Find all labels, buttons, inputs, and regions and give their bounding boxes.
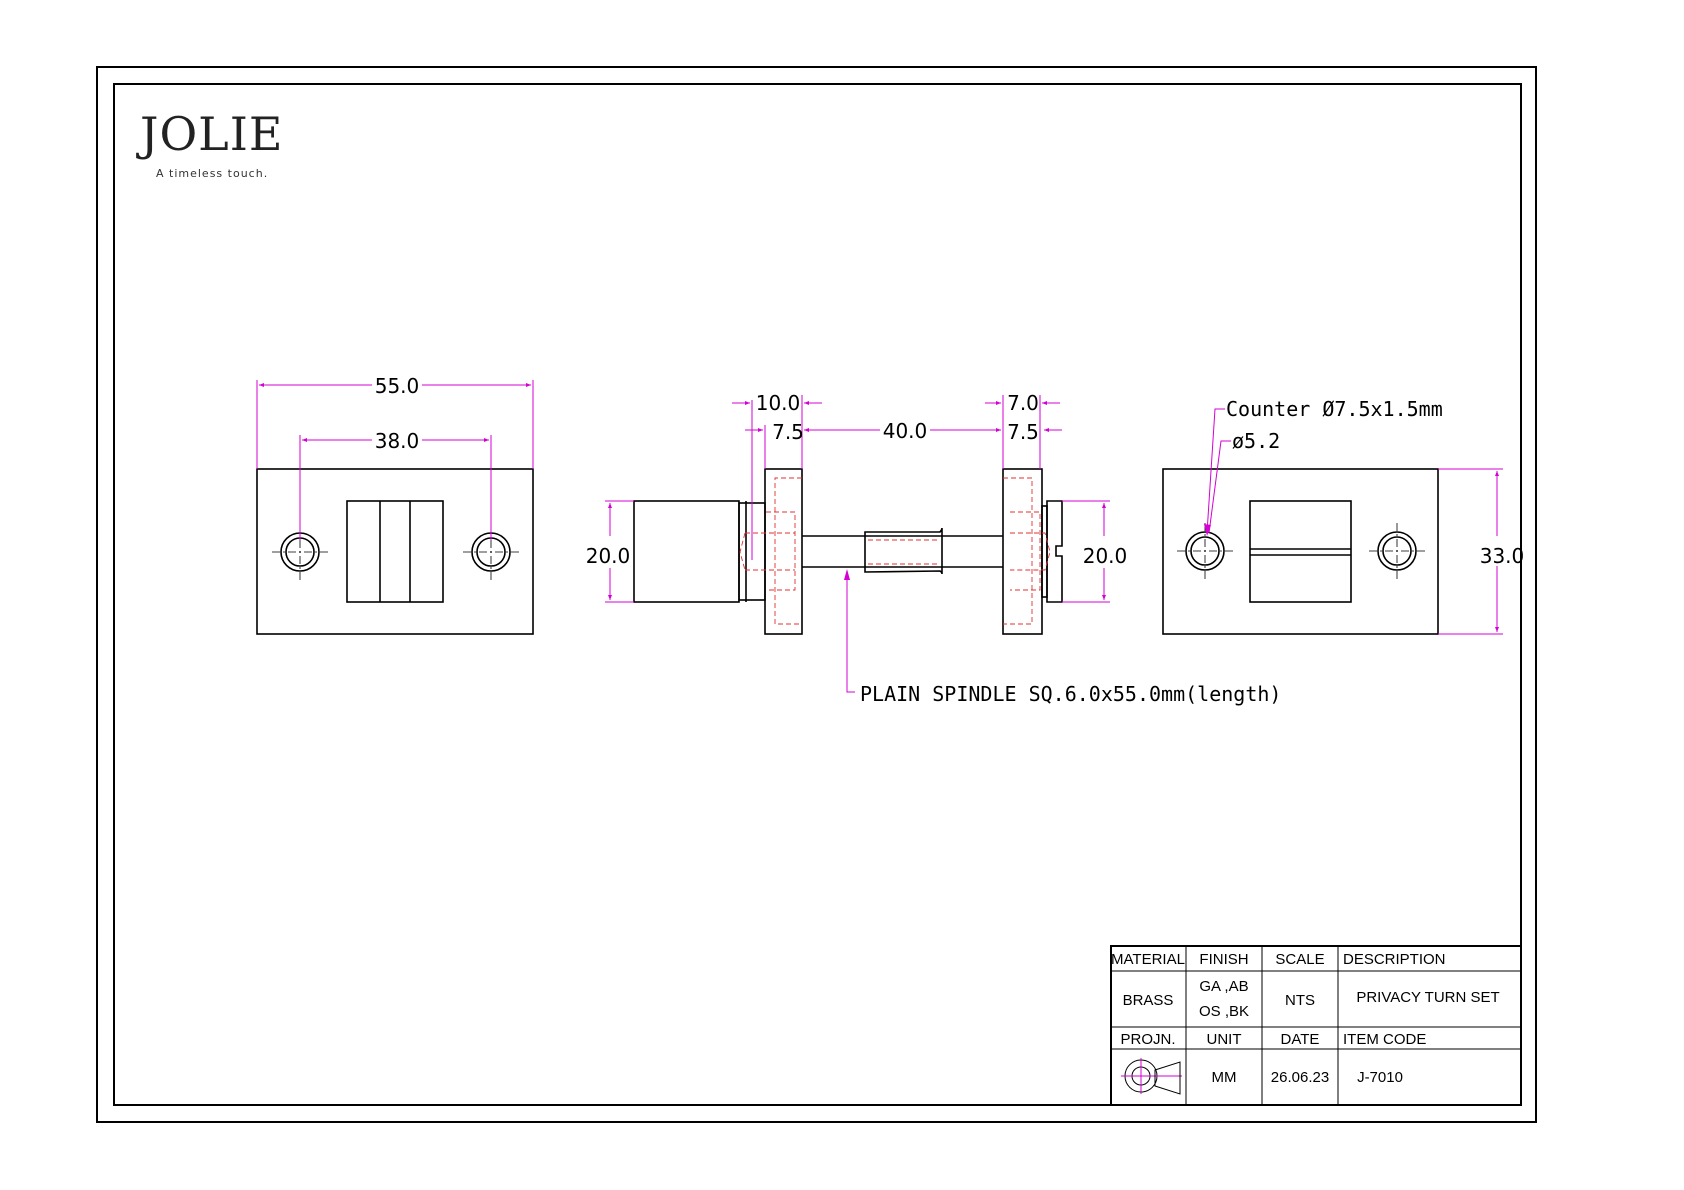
emergency-release (1046, 500, 1063, 603)
date-value: 26.06.23 (1271, 1069, 1329, 1086)
hole-note: ø5.2 (1232, 429, 1280, 453)
dim-door-thickness: 40.0 (883, 419, 928, 443)
unit-value: MM (1212, 1069, 1237, 1086)
dim-plate-height: 33.0 (1480, 544, 1525, 568)
dim-right-rose-total: 7.0 (1007, 391, 1039, 415)
dim-left-rose-total: 10.0 (756, 391, 801, 415)
header-projection: PROJN. (1120, 1031, 1175, 1048)
header-unit: UNIT (1207, 1031, 1242, 1048)
right-rose (1002, 468, 1043, 635)
dim-left-rose: 7.5 (772, 420, 804, 444)
finish-line-2: OS ,BK (1199, 1003, 1249, 1020)
dim-right-rose: 7.5 (1007, 420, 1039, 444)
left-rose (764, 468, 803, 635)
thumb-turn (346, 500, 444, 603)
description-value: PRIVACY TURN SET (1356, 989, 1499, 1006)
logo-text: JOLIE (136, 107, 283, 161)
header-item-code: ITEM CODE (1343, 1031, 1426, 1048)
inner-border (113, 83, 1522, 1106)
finish-line-1: GA ,AB (1199, 978, 1248, 995)
back-view: Counter Ø7.5x1.5mm ø5.2 33.0 (1162, 397, 1525, 635)
material-value: BRASS (1123, 992, 1174, 1009)
screw-hole-left (1177, 523, 1233, 579)
header-material: MATERIAL (1111, 951, 1185, 968)
back-plate (1162, 468, 1439, 635)
outer-border (96, 66, 1537, 1123)
logo-tagline: A timeless touch. (156, 167, 268, 180)
dim-knob-height-right: 20.0 (1083, 544, 1128, 568)
dim-hole-spacing: 38.0 (375, 429, 420, 453)
spindle-note: PLAIN SPINDLE SQ.6.0x55.0mm(length) (860, 682, 1281, 706)
brand-logo: JOLIE A timeless touch. (136, 107, 283, 180)
header-description: DESCRIPTION (1343, 951, 1446, 968)
header-scale: SCALE (1275, 951, 1324, 968)
title-block: MATERIAL FINISH SCALE DESCRIPTION BRASS … (1110, 945, 1522, 1106)
front-plate (256, 468, 534, 635)
header-finish: FINISH (1199, 951, 1248, 968)
turn-knob (633, 500, 740, 603)
dim-overall-width: 55.0 (375, 374, 420, 398)
item-code-value: J-7010 (1357, 1069, 1403, 1086)
projection-symbol-icon (1121, 1058, 1182, 1095)
side-view: 10.0 7.5 40.0 7.0 7.5 20.0 20.0 PLAIN SP… (586, 391, 1282, 706)
counter-note: Counter Ø7.5x1.5mm (1226, 397, 1443, 421)
header-date: DATE (1281, 1031, 1320, 1048)
emergency-release-knob (1249, 500, 1352, 603)
screw-hole-right (1369, 523, 1425, 579)
dim-knob-height-left: 20.0 (586, 544, 631, 568)
front-view: 55.0 38.0 (256, 374, 534, 635)
scale-value: NTS (1285, 992, 1315, 1009)
spindle-sleeve (864, 527, 943, 575)
